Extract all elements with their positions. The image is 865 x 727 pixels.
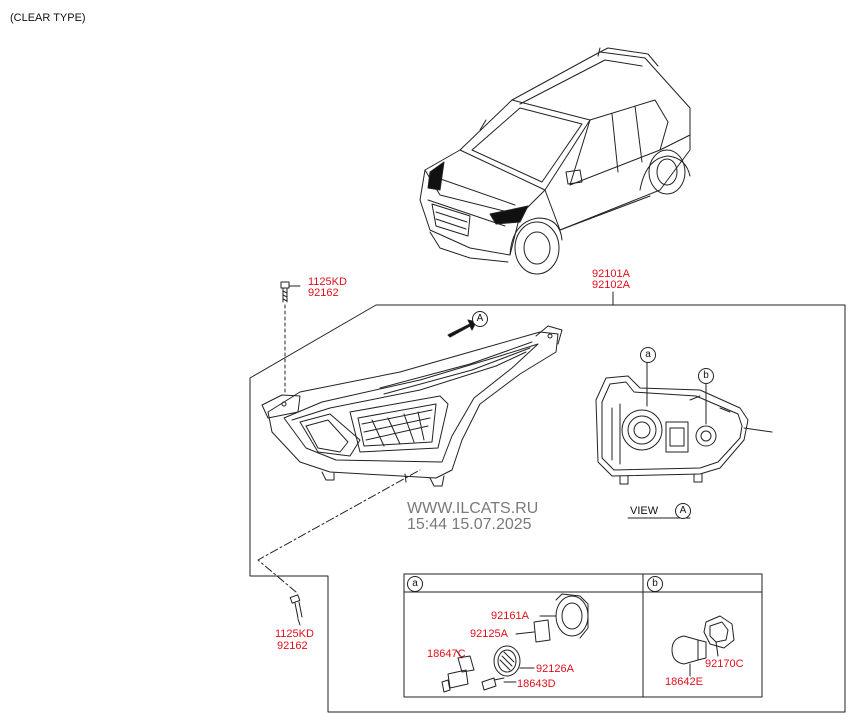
view-arrow xyxy=(447,319,477,338)
part-number-cover[interactable]: 92125A xyxy=(470,628,508,640)
bolt-bottom xyxy=(257,469,421,626)
part-number-bolt-bottom-b[interactable]: 92162 xyxy=(277,640,308,652)
view-arrow-marker: A xyxy=(472,311,488,327)
diagram-title: (CLEAR TYPE) xyxy=(10,12,86,24)
detail-a-parts xyxy=(441,593,589,693)
part-number-bolt-top-b[interactable]: 92162 xyxy=(308,287,339,299)
view-letter-marker: A xyxy=(675,503,691,519)
bolt-top xyxy=(280,281,301,396)
view-label: VIEW xyxy=(630,505,658,517)
part-number-screw[interactable]: 18643D xyxy=(517,678,556,690)
view-label-text: VIEW xyxy=(630,505,659,517)
section-marker-b: b xyxy=(647,576,663,592)
assembly-frame xyxy=(249,291,846,713)
watermark-url: WWW.ILCATS.RU xyxy=(407,500,539,517)
detail-marker-b: b xyxy=(698,368,714,384)
detail-marker-a: a xyxy=(640,347,656,363)
part-number-assembly-a[interactable]: 92101A xyxy=(592,268,630,280)
part-number-bulb-h[interactable]: 18647C xyxy=(427,648,466,660)
headlamp-assembly xyxy=(261,325,563,487)
rear-view-drawing xyxy=(595,361,773,485)
watermark-timestamp: 15:44 15.07.2025 xyxy=(407,516,532,533)
part-number-bolt-top-a[interactable]: 1125KD xyxy=(308,276,347,288)
part-number-bolt-bottom-a[interactable]: 1125KD xyxy=(275,628,314,640)
part-number-bulb-socket[interactable]: 92161A xyxy=(491,610,529,622)
part-number-socket-b[interactable]: 92170C xyxy=(705,658,744,670)
vehicle-illustration xyxy=(419,47,691,275)
detail-box xyxy=(403,573,763,698)
detail-b-parts xyxy=(671,615,735,677)
part-number-assembly-b[interactable]: 92102A xyxy=(592,279,630,291)
part-number-bulb-b[interactable]: 18642E xyxy=(665,676,703,688)
part-number-seal[interactable]: 92126A xyxy=(536,663,574,675)
section-marker-a: a xyxy=(407,576,423,592)
